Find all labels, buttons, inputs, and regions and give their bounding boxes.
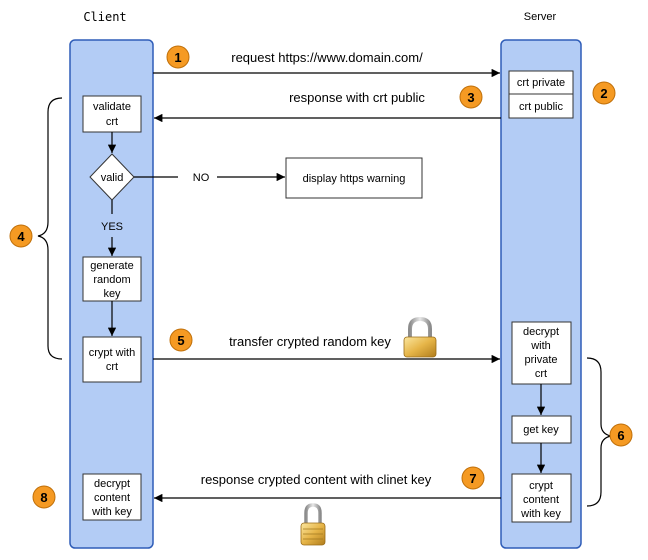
svg-text:content: content (94, 492, 130, 504)
svg-text:crt: crt (106, 361, 118, 373)
svg-text:5: 5 (177, 333, 184, 348)
crt-private-box: crt private (508, 70, 574, 95)
step-1-badge: 1 (166, 45, 190, 69)
svg-text:with: with (530, 340, 551, 352)
step-4-badge: 4 (9, 224, 33, 248)
svg-text:get key: get key (523, 424, 559, 436)
generate-random-key-box: generate random key (82, 256, 142, 302)
decrypt-private-crt-box: decrypt with private crt (511, 321, 572, 385)
server-brace (586, 357, 612, 507)
step-2-badge: 2 (592, 81, 616, 105)
svg-text:validate: validate (93, 101, 131, 113)
svg-text:decrypt: decrypt (523, 326, 559, 338)
svg-text:6: 6 (617, 428, 624, 443)
svg-text:crt: crt (106, 116, 118, 128)
step-8-badge: 8 (32, 485, 56, 509)
svg-text:3: 3 (467, 90, 474, 105)
yes-label: YES (101, 221, 123, 233)
svg-text:2: 2 (600, 86, 607, 101)
svg-text:private: private (524, 354, 557, 366)
lock-icon (300, 503, 326, 546)
svg-text:display https warning: display https warning (303, 173, 406, 185)
https-warning-box: display https warning (285, 157, 423, 199)
svg-text:key: key (103, 288, 121, 300)
svg-text:content: content (523, 494, 559, 506)
svg-text:crt: crt (535, 368, 547, 380)
svg-text:crt private: crt private (517, 77, 565, 89)
decrypt-content-box: decrypt content with key (82, 473, 142, 521)
step-5-badge: 5 (169, 328, 193, 352)
transfer-key-label: transfer crypted random key (229, 334, 391, 349)
svg-text:generate: generate (90, 260, 133, 272)
svg-text:crypt with: crypt with (89, 347, 135, 359)
validate-crt-box: validate crt (82, 95, 142, 133)
get-key-box: get key (511, 415, 572, 444)
client-header: Client (83, 10, 126, 24)
svg-text:random: random (93, 274, 130, 286)
svg-text:crt public: crt public (519, 101, 564, 113)
svg-text:with key: with key (91, 506, 132, 518)
svg-text:decrypt: decrypt (94, 478, 130, 490)
step-7-badge: 7 (461, 466, 485, 490)
lock-icon (403, 316, 437, 358)
svg-text:valid: valid (101, 172, 124, 184)
crt-public-box: crt public (508, 93, 574, 119)
svg-text:8: 8 (40, 490, 47, 505)
client-brace (37, 97, 63, 360)
step-3-badge: 3 (459, 85, 483, 109)
server-header: Server (524, 11, 557, 23)
svg-text:with key: with key (520, 508, 561, 520)
crypt-content-box: crypt content with key (511, 473, 572, 523)
step-6-badge: 6 (609, 423, 633, 447)
response-crt-label: response with crt public (289, 90, 425, 105)
no-label: NO (193, 172, 210, 184)
svg-text:1: 1 (174, 50, 181, 65)
request-label: request https://www.domain.com/ (231, 50, 423, 65)
svg-text:crypt: crypt (529, 480, 553, 492)
response-content-label: response crypted content with clinet key (201, 472, 432, 487)
svg-text:7: 7 (469, 471, 476, 486)
crypt-with-crt-box: crypt with crt (82, 336, 142, 383)
svg-text:4: 4 (17, 229, 25, 244)
